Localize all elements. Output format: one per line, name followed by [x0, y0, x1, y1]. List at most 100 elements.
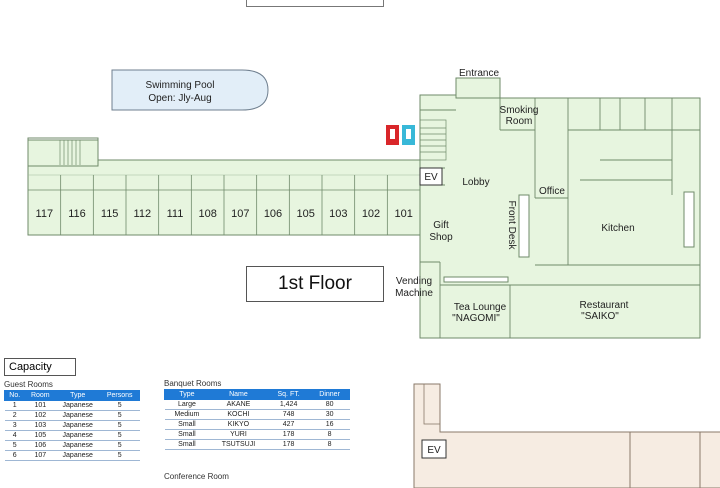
guest-rooms-header-cell: Persons	[99, 390, 140, 401]
guest-rooms-cell: 5	[99, 420, 140, 431]
guest-rooms-header-cell: Room	[24, 390, 57, 401]
banquet-rooms-cell: Medium	[164, 409, 210, 420]
elevator[interactable]	[419, 167, 443, 186]
vending-machine-label-line1: Vending	[396, 276, 432, 287]
entrance-vestibule[interactable]	[455, 77, 501, 99]
guest-rooms-cell: 5	[4, 440, 26, 451]
banquet-rooms-cell: Small	[164, 439, 210, 450]
room-number-105[interactable]: 105	[296, 208, 314, 220]
banquet-rooms-cell: 1,424	[267, 399, 310, 410]
pool-label-line2: Open: Jly-Aug	[148, 93, 211, 104]
swimming-pool[interactable]	[111, 69, 269, 111]
banquet-rooms-header-cell: Type	[164, 389, 210, 400]
room-number-111[interactable]: 111	[167, 208, 184, 220]
guest-rooms-cell: 101	[25, 400, 56, 411]
banquet-rooms-cell: TSUTSUJI	[209, 439, 268, 450]
guest-rooms-cell: 5	[99, 400, 140, 411]
banquet-rooms-cell: 178	[267, 429, 310, 440]
central-stair	[419, 119, 447, 161]
tea-lounge-label-line1: Tea Lounge	[454, 302, 507, 313]
guest-rooms-cell: 105	[25, 430, 56, 441]
guest-rooms-cell: Japanese	[55, 400, 100, 411]
guest-rooms-cell: 5	[99, 440, 140, 451]
tea-lounge-label-line2: "NAGOMI"	[452, 313, 500, 324]
smoking-room-label-line1: Smoking	[500, 105, 539, 116]
room-number-106[interactable]: 106	[264, 208, 282, 220]
guest-rooms-cell: 2	[4, 410, 26, 421]
guest-rooms-cell: Japanese	[55, 420, 100, 431]
lower-elevator[interactable]	[421, 439, 447, 459]
banquet-rooms-cell: 8	[309, 429, 350, 440]
gift-shop-label-line2: Shop	[429, 232, 453, 243]
guest-rooms-cell: Japanese	[55, 450, 100, 461]
restroom-figure-icon	[390, 129, 395, 139]
vending-counter	[443, 276, 509, 283]
guest-rooms-cell: 5	[99, 430, 140, 441]
banquet-rooms-cell: 16	[309, 419, 350, 430]
lower-floor-plan: EV	[413, 383, 720, 488]
restroom-figure-icon	[406, 129, 411, 139]
banquet-rooms-cell: Small	[164, 419, 210, 430]
office-label: Office	[539, 186, 565, 197]
banquet-rooms-cell: Large	[164, 399, 210, 410]
banquet-rooms-cell: 30	[309, 409, 350, 420]
capacity-title: Capacity	[4, 358, 76, 376]
room-number-108[interactable]: 108	[198, 208, 216, 220]
banquet-rooms-cell: 8	[309, 439, 350, 450]
lobby-label: Lobby	[462, 177, 489, 188]
banquet-rooms-cell: 80	[309, 399, 350, 410]
room-number-116[interactable]: 116	[68, 208, 86, 220]
restaurant-label-line1: Restaurant	[580, 300, 629, 311]
guest-rooms-cell: 3	[4, 420, 26, 431]
banquet-rooms-cell: 178	[267, 439, 310, 450]
public-area	[419, 77, 701, 339]
elevator-label: EV	[424, 172, 438, 183]
room-number-107[interactable]: 107	[231, 208, 249, 220]
pool-label-line1: Swimming Pool	[146, 80, 215, 91]
conference-room-caption: Conference Room	[164, 472, 229, 481]
guest-rooms-cell: 6	[4, 450, 26, 461]
room-number-103[interactable]: 103	[329, 208, 347, 220]
banquet-rooms-header-cell: Dinner	[309, 389, 350, 400]
smoking-room-label-line2: Room	[506, 116, 533, 127]
guest-rooms-caption: Guest Rooms	[4, 380, 53, 389]
vending-machine-label-line2: Machine	[395, 288, 433, 299]
room-dividers	[60, 175, 388, 235]
guest-rooms-cell: 102	[25, 410, 56, 421]
banquet-rooms-cell: AKANE	[209, 399, 268, 410]
front-desk-label: Front Desk	[506, 201, 517, 251]
banquet-rooms-cell: KOCHI	[209, 409, 268, 420]
front-desk-counter	[518, 194, 530, 258]
lower-elevator-label: EV	[427, 445, 441, 456]
room-number-115[interactable]: 115	[101, 208, 119, 220]
room-number-112[interactable]: 112	[134, 208, 152, 220]
banquet-rooms-cell: KIKYO	[209, 419, 268, 430]
banquet-rooms-header-cell: Sq. FT.	[266, 389, 311, 400]
room-number-117[interactable]: 117	[36, 208, 54, 220]
banquet-rooms-cell: Small	[164, 429, 210, 440]
room-number-102[interactable]: 102	[362, 208, 380, 220]
guest-rooms-cell: Japanese	[55, 410, 100, 421]
floor-title: 1st Floor	[246, 266, 384, 302]
upper-floor-label-box	[246, 0, 384, 7]
stair-lines	[59, 140, 81, 165]
guest-rooms-cell: 5	[99, 450, 140, 461]
room-number-101[interactable]: 101	[394, 208, 412, 220]
banquet-rooms-cell: YURI	[209, 429, 268, 440]
kitchen-label: Kitchen	[601, 223, 634, 234]
